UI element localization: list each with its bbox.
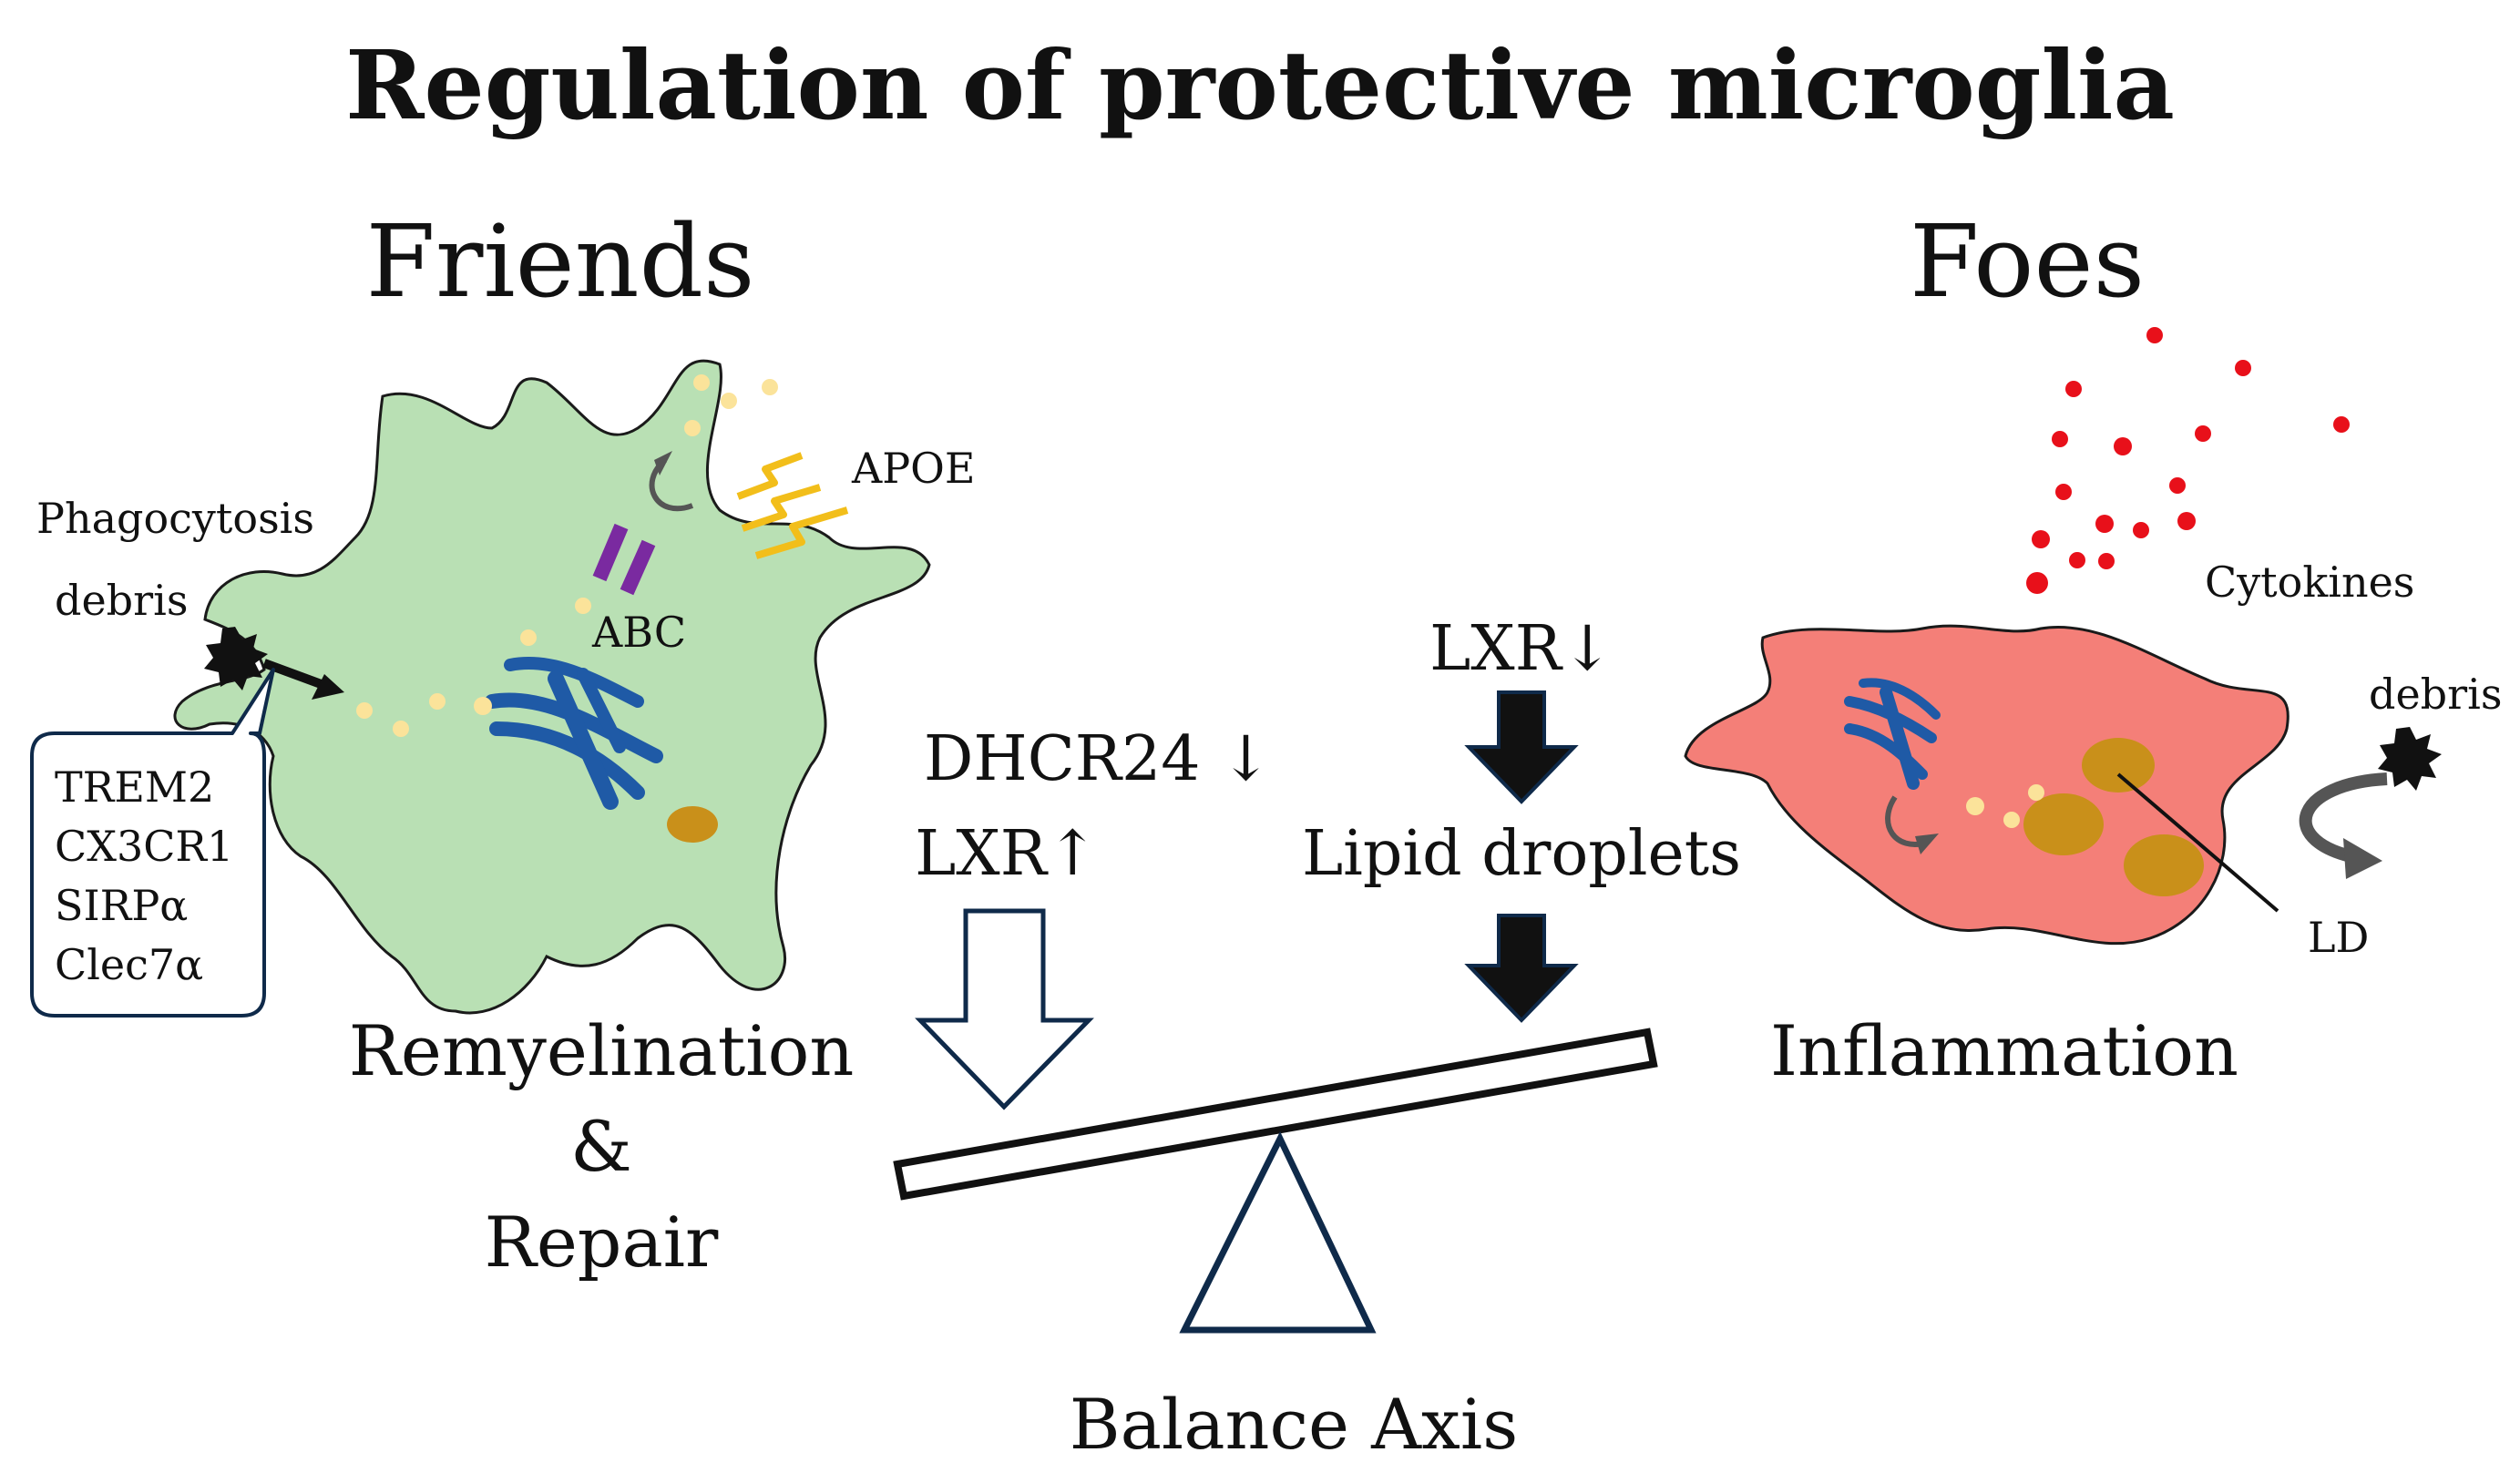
lipid-to-balance-arrow-icon: [1464, 914, 1579, 1023]
receptor-clec7a: Clec7α: [55, 940, 203, 989]
remyelination-arrow-icon: [915, 908, 1094, 1110]
friendly-lipid-dots: [356, 598, 591, 737]
foe-lipid-droplets: [2023, 738, 2204, 896]
foe-curved-arrow-icon: [1885, 795, 1928, 847]
abc-transporter-icon: [592, 523, 656, 596]
lipid-droplets-label: Lipid droplets: [1302, 818, 1741, 890]
phagocytosis-debris-icon: [204, 627, 268, 690]
cytokine-dots: [2026, 327, 2350, 594]
receptor-callout: TREM2 CX3CR1 SIRPα Clec7α: [30, 668, 275, 1018]
apoe-icon: [736, 452, 849, 559]
repair-label: Repair: [485, 1202, 719, 1283]
abc-label: ABC: [591, 608, 686, 657]
balance-beam: [893, 1028, 1658, 1201]
foe-cell-body: [1684, 624, 2290, 946]
foe-debris-arrow-icon: [2299, 772, 2388, 863]
friends-debris-label: debris: [55, 576, 188, 625]
foe-microglia: [1684, 624, 2442, 946]
apoe-label: APOE: [851, 444, 975, 493]
inflammation-label: Inflammation: [1770, 1010, 2238, 1091]
remyelination-label: Remyelination: [349, 1010, 855, 1091]
figure-title: Regulation of protective microglia: [345, 29, 2175, 141]
lxr-down-arrow-icon: [1464, 690, 1579, 804]
friendly-lipid-droplet: [667, 806, 718, 843]
phagocytosis-arrow-icon: [262, 659, 325, 690]
phagocytosis-label: Phagocytosis: [36, 494, 314, 543]
cytokines-label: Cytokines: [2205, 557, 2414, 607]
foes-heading: Foes: [1910, 203, 2145, 320]
receptor-cx3cr1: CX3CR1: [55, 822, 233, 871]
foes-debris-label: debris: [2369, 670, 2502, 719]
released-lipid-dots: [684, 374, 778, 436]
lxr-up-label: LXR↑: [915, 818, 1099, 890]
balance-fulcrum: [1179, 1131, 1377, 1334]
lxr-down-label: LXR↓: [1429, 613, 1613, 685]
foe-lipid-dots: [1966, 784, 2044, 828]
receptor-trem2: TREM2: [55, 762, 214, 812]
friends-heading: Friends: [366, 203, 755, 320]
balance-axis-label: Balance Axis: [1070, 1384, 1518, 1465]
dhcr24-label: DHCR24 ↓: [924, 723, 1272, 795]
receptor-sirpa: SIRPα: [55, 881, 188, 930]
ld-label: LD: [2308, 913, 2369, 962]
friendly-microglia: [173, 359, 931, 1015]
ld-pointer-line: [2116, 772, 2279, 913]
foe-debris-icon: [2378, 727, 2442, 791]
ampersand-label: &: [570, 1106, 632, 1187]
friendly-nucleus: [485, 657, 663, 810]
foe-nucleus: [1844, 678, 1941, 790]
